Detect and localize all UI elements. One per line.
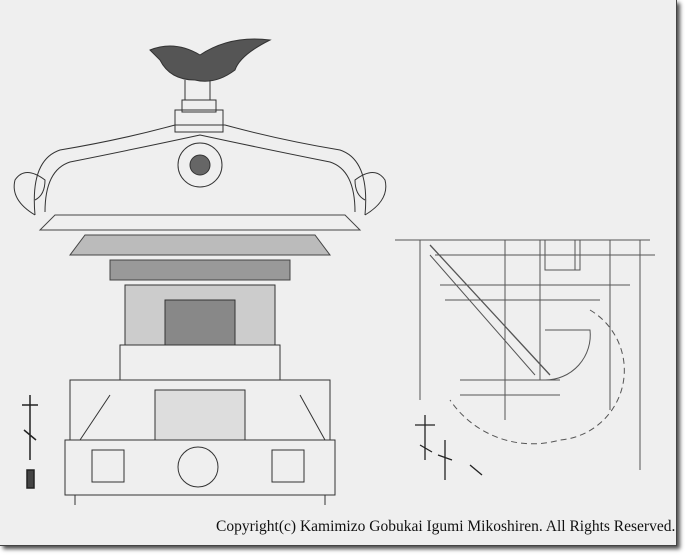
mikoshi-body: [69, 284, 331, 441]
drawing-frame: Copyright(c) Kamimizo Gobukai Igumi Miko…: [0, 0, 677, 546]
plan-diagram: [395, 239, 655, 470]
signature-left: [22, 395, 38, 489]
mikoshi-drawing: [13, 38, 655, 505]
signature-right: [415, 415, 483, 480]
copyright-notice: Copyright(c) Kamimizo Gobukai Igumi Miko…: [216, 518, 676, 535]
eaves: [38, 214, 362, 281]
phoenix-ornament: [149, 38, 272, 101]
mikoshi-base: [64, 439, 336, 505]
roof-top: [174, 99, 224, 133]
roof: [13, 124, 387, 216]
